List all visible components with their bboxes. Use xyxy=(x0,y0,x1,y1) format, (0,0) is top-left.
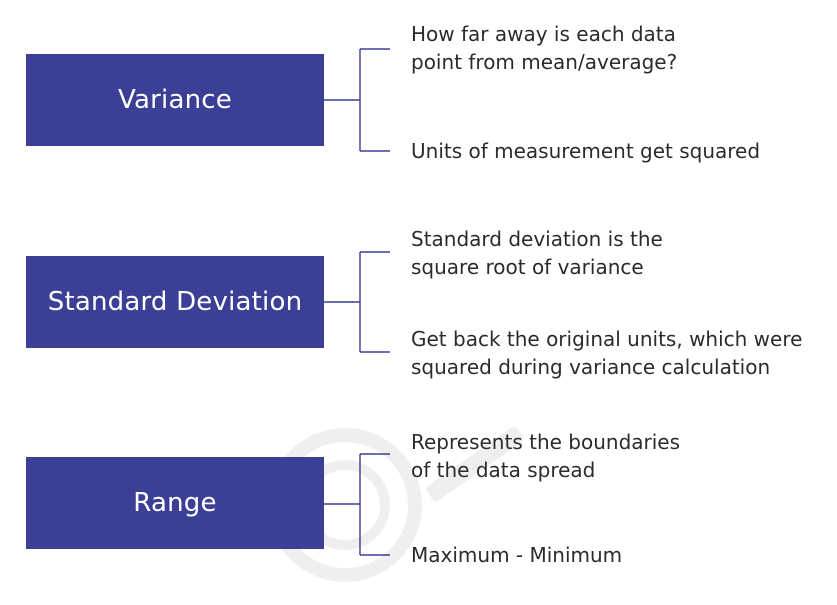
description-variance-2: Units of measurement get squared xyxy=(411,139,761,163)
concept-box-range: Range xyxy=(26,457,324,549)
concept-box-standard-deviation: Standard Deviation xyxy=(26,256,324,348)
description-standard-deviation-2: Get back the original units, which were … xyxy=(411,327,803,379)
description-range-1: Represents the boundaries of the data sp… xyxy=(411,430,681,482)
concept-label-standard-deviation: Standard Deviation xyxy=(47,287,303,317)
concept-label-range: Range xyxy=(133,488,217,518)
description-standard-deviation-1: Standard deviation is the square root of… xyxy=(411,227,663,279)
concept-box-variance: Variance xyxy=(26,54,324,146)
description-range-2: Maximum - Minimum xyxy=(411,543,623,567)
concept-label-variance: Variance xyxy=(118,85,232,115)
description-variance-1: How far away is each data point from mea… xyxy=(411,22,678,74)
